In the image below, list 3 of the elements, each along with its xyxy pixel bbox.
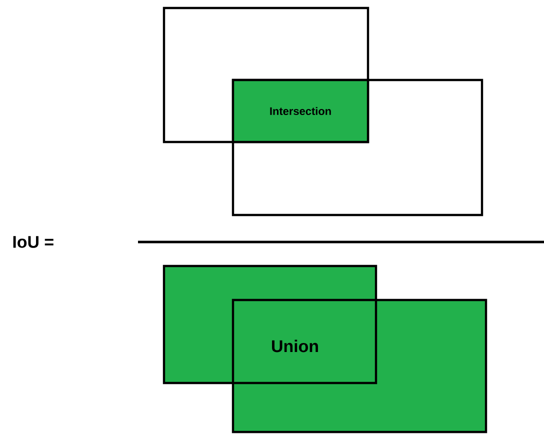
formula-label: IoU = [13,236,54,248]
union-label: Union [272,340,318,352]
intersection-box: Intersection [232,78,370,144]
